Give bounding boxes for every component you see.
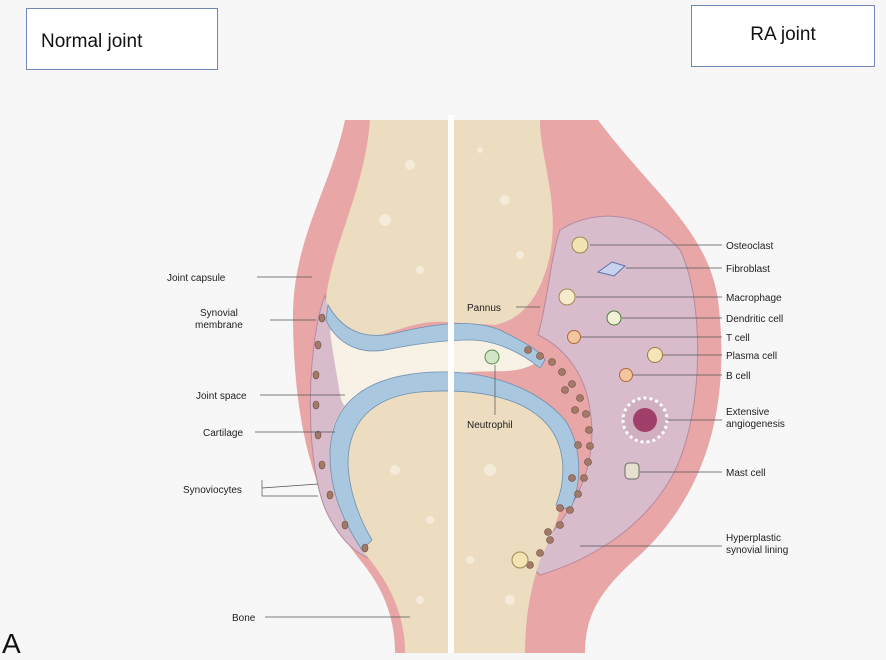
label-synoviocytes: Synoviocytes <box>183 485 242 496</box>
label-angiogenesis-line2: angiogenesis <box>726 419 785 430</box>
label-synovial-membrane-line2: membrane <box>195 320 243 331</box>
angiogenesis-vessel <box>623 398 667 442</box>
label-angiogenesis-line1: Extensive <box>726 407 770 418</box>
dendritic-cell <box>607 311 621 325</box>
macrophage-cell <box>559 289 575 305</box>
mast-cell <box>625 463 639 479</box>
plasma-cell <box>648 348 663 363</box>
center-divider <box>448 115 454 653</box>
label-bone: Bone <box>232 613 256 624</box>
label-cartilage: Cartilage <box>203 428 243 439</box>
label-joint-capsule: Joint capsule <box>167 273 226 284</box>
label-joint-space: Joint space <box>196 391 247 402</box>
label-hyperplastic-line2: synovial lining <box>726 545 788 556</box>
b-cell <box>620 369 633 382</box>
label-macrophage: Macrophage <box>726 293 782 304</box>
neutrophil-cell <box>485 350 499 364</box>
osteoclast-cell <box>572 237 588 253</box>
label-dendritic-cell: Dendritic cell <box>726 314 783 325</box>
label-mast-cell: Mast cell <box>726 468 765 479</box>
label-synovial-membrane-line1: Synovial <box>200 308 238 319</box>
label-t-cell: T cell <box>726 333 750 344</box>
label-hyperplastic-line1: Hyperplastic <box>726 533 781 544</box>
label-b-cell: B cell <box>726 371 750 382</box>
t-cell <box>568 331 581 344</box>
osteoclast-erosion-cell <box>512 552 528 568</box>
label-pannus: Pannus <box>467 303 501 314</box>
label-neutrophil: Neutrophil <box>467 420 513 431</box>
label-fibroblast: Fibroblast <box>726 264 770 275</box>
label-osteoclast: Osteoclast <box>726 241 773 252</box>
panel-letter: A <box>2 628 21 660</box>
label-plasma-cell: Plasma cell <box>726 351 777 362</box>
